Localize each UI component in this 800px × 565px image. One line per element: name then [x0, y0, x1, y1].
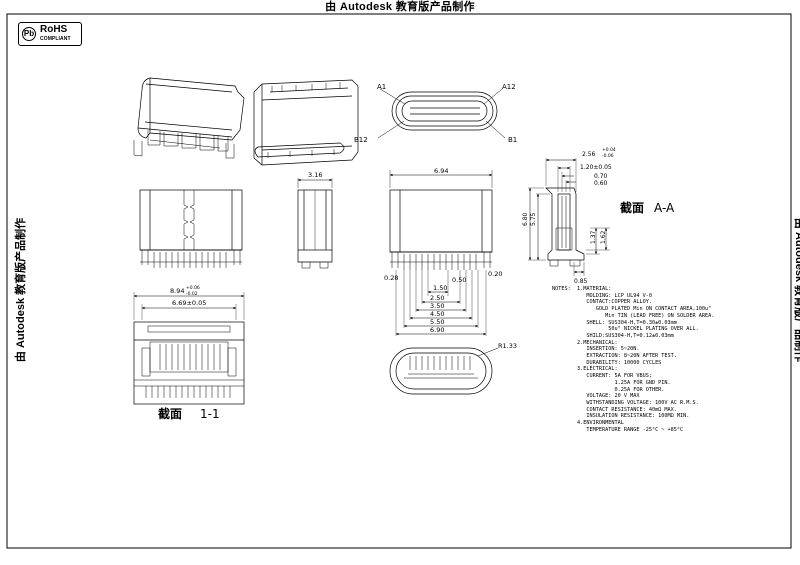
- note-line: 3.ELECTRICAL:: [552, 366, 618, 373]
- dim-aa-070: 0.70: [594, 173, 608, 180]
- note-line: 4.ENVIRONMENTAL: [552, 420, 624, 427]
- dim-050: 0.50: [452, 276, 466, 284]
- section-aa-label: A-A: [654, 201, 675, 215]
- rohs-subtitle: COMPLIANT: [40, 36, 71, 42]
- dim-aa-162: 1.62: [600, 230, 607, 244]
- sheet-border: [6, 13, 792, 549]
- dim-aa-256: 2.56: [582, 151, 596, 158]
- section-aa-view: [528, 158, 610, 276]
- note-line: 2.MECHANICAL:: [552, 339, 618, 346]
- dim-aa-575: 5.75: [530, 212, 537, 226]
- note-line: CONTACT RESISTANCE: 40mΩ MAX.: [552, 406, 677, 413]
- dim-aa-256-tol-up: +0.04: [602, 147, 616, 153]
- dim-020: 0.20: [488, 270, 502, 278]
- dim-028: 0.28: [384, 274, 398, 282]
- pin-label-b1: B1: [508, 136, 517, 144]
- note-line: VOLTAGE: 20 V MAX: [552, 393, 640, 400]
- note-line: SHILD:SUS304-H,T=0.12±0.03mm: [552, 332, 674, 339]
- note-line: 1.25A FOR GND PIN.: [552, 379, 671, 386]
- dim-aa-060: 0.60: [594, 180, 608, 187]
- dim-radius: R1.33: [498, 342, 517, 350]
- dim-top-669: 6.69±0.05: [172, 299, 206, 307]
- note-line: 0.25A FOR OTHER.: [552, 386, 665, 393]
- pin-label-a1: A1: [377, 83, 386, 91]
- front-view-center: [389, 170, 493, 336]
- pin-label-b12: B12: [354, 136, 368, 144]
- dim-450: 4.50: [430, 310, 444, 318]
- note-line: NOTES: 1.MATERIAL:: [552, 286, 612, 292]
- rohs-badge: Pb RoHS COMPLIANT: [18, 22, 82, 46]
- note-line: 50u" NICKEL PLATING OVER ALL.: [552, 326, 699, 333]
- note-line: MOLDING: LCP UL94 V-0: [552, 292, 652, 299]
- dim-150: 1.50: [433, 284, 447, 292]
- note-line: DURABILITY: 10000 CYCLES: [552, 359, 662, 366]
- dim-aa-085: 0.85: [574, 278, 588, 285]
- note-line: TEMPERATURE RANGE -25°C ~ +85°C: [552, 426, 684, 433]
- dim-aa-680: 6.80: [522, 212, 529, 226]
- note-line: INSERTION: 5~20N.: [552, 346, 640, 353]
- note-line: CONTACT:COPPER ALLOY.: [552, 299, 652, 306]
- note-line: SHELL: SUS304-H,T=0.30±0.03mm: [552, 319, 677, 326]
- section-11-cn: 截面: [158, 406, 182, 421]
- note-line: GOLD PLATED Min ON CONTACT AREA,100u": [552, 306, 712, 313]
- rohs-title: RoHS: [40, 24, 68, 35]
- dim-aa-256-tol-dn: -0.06: [602, 153, 614, 159]
- pin-label-a12: A12: [502, 83, 516, 91]
- front-view-left: [139, 189, 243, 268]
- dim-250: 2.50: [430, 294, 444, 302]
- footprint-view: [389, 347, 499, 395]
- dim-aa-137: 1.37: [590, 230, 597, 244]
- dim-front-width: 6.94: [434, 167, 448, 175]
- watermark-top: 由 Autodesk 教育版产品制作: [325, 1, 475, 13]
- note-line: EXTRACTION: 8~20N AFTER TEST.: [552, 353, 677, 360]
- note-line: Min TIN (LEAD FREE) ON SOLDER AREA.: [552, 312, 715, 319]
- note-line: CURRENT: 5A FOR VBUS;: [552, 373, 652, 380]
- dim-side-width: 3.16: [308, 171, 322, 179]
- section-11-label: 1-1: [200, 407, 220, 421]
- side-view: [297, 178, 333, 269]
- dim-top-894-tol-dn: -0.02: [186, 291, 198, 297]
- notes-block: NOTES: 1.MATERIAL: MOLDING: LCP UL94 V-0…: [552, 286, 714, 433]
- section-11-view: [133, 292, 245, 405]
- dim-690: 6.90: [430, 326, 444, 334]
- rohs-logo-icon: Pb: [22, 27, 36, 41]
- note-line: INSULATION RESISTANCE: 100MΩ MIN.: [552, 413, 690, 420]
- dim-top-894-tol-up: +0.06: [186, 285, 200, 291]
- note-line: WITHSTANDING VOLTAGE: 100V AC R.M.S.: [552, 399, 699, 406]
- section-aa-cn: 截面: [620, 200, 644, 215]
- dim-aa-120: 1.20±0.05: [580, 164, 612, 171]
- iso-view-rear: [253, 79, 359, 166]
- dim-550: 5.50: [430, 318, 444, 326]
- iso-view-front: [133, 77, 245, 159]
- dim-top-894: 8.94: [170, 287, 184, 295]
- mating-face-view: [377, 88, 506, 139]
- dim-350: 3.50: [430, 302, 444, 310]
